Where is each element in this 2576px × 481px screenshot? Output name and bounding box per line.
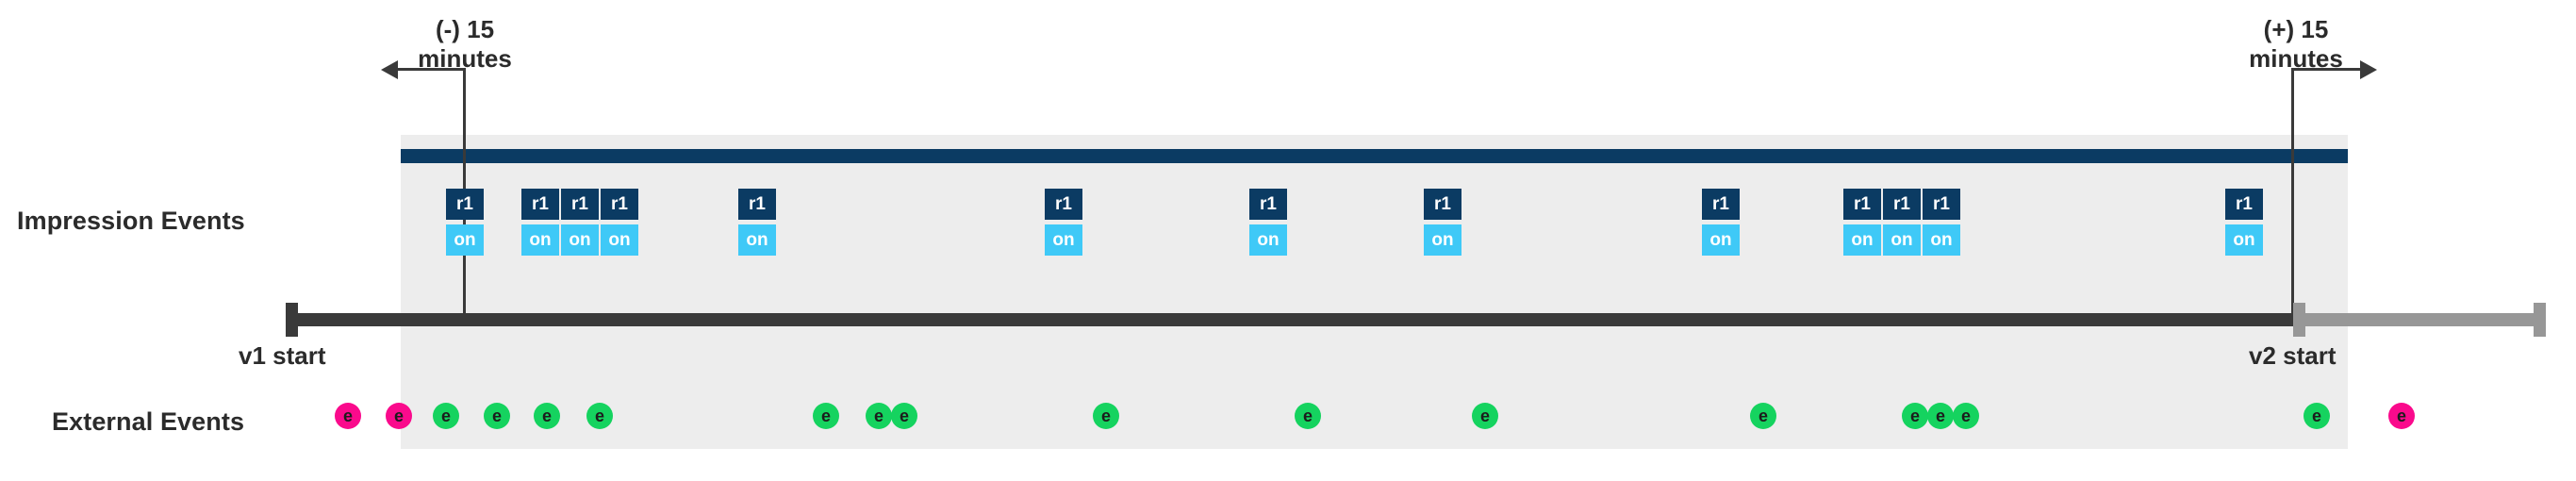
impression-request-badge: r1 (1923, 189, 1960, 220)
impression-badge-stack[interactable]: r1 on (1843, 189, 1881, 256)
impression-request-badge: r1 (1424, 189, 1461, 220)
v1-timeline-bar (286, 313, 2293, 326)
impression-request-badge: r1 (601, 189, 638, 220)
impression-state-badge: on (2225, 224, 2263, 256)
impression-request-badge: r1 (2225, 189, 2263, 220)
external-events-row-label: External Events (52, 407, 245, 436)
impression-badge-stack[interactable]: r1 on (2225, 189, 2263, 256)
external-event-dot[interactable]: e (866, 403, 892, 429)
external-event-dot[interactable]: e (586, 403, 613, 429)
impression-badge-stack[interactable]: r1 on (1923, 189, 1960, 256)
impression-badge-stack[interactable]: r1 on (1702, 189, 1740, 256)
external-event-dot[interactable]: e (813, 403, 839, 429)
impression-badge-stack[interactable]: r1 on (1045, 189, 1082, 256)
external-event-dot[interactable]: e (1295, 403, 1321, 429)
impression-state-badge: on (1424, 224, 1461, 256)
impression-state-badge: on (1045, 224, 1082, 256)
plus-callout-arm (2291, 68, 2360, 71)
impression-state-badge: on (1883, 224, 1921, 256)
external-event-dot[interactable]: e (2388, 403, 2415, 429)
impression-state-badge: on (1702, 224, 1740, 256)
impression-request-badge: r1 (521, 189, 559, 220)
impression-request-badge: r1 (1702, 189, 1740, 220)
impression-state-badge: on (1843, 224, 1881, 256)
window-end-marker-line (2291, 85, 2294, 319)
impression-request-badge: r1 (446, 189, 484, 220)
impression-badge-stack[interactable]: r1 on (521, 189, 559, 256)
external-event-dot[interactable]: e (1953, 403, 1979, 429)
minus-15-minutes-label: (-) 15 minutes (418, 15, 512, 73)
impression-state-badge: on (521, 224, 559, 256)
impression-badge-stack[interactable]: r1 on (1424, 189, 1461, 256)
external-event-dot[interactable]: e (891, 403, 917, 429)
v2-timeline-bar (2293, 313, 2546, 326)
external-event-dot[interactable]: e (335, 403, 361, 429)
impression-badge-stack[interactable]: r1 on (1883, 189, 1921, 256)
attribution-window-band (401, 135, 2348, 449)
impression-badge-stack[interactable]: r1 on (561, 189, 599, 256)
impression-state-badge: on (601, 224, 638, 256)
external-event-dot[interactable]: e (534, 403, 560, 429)
impression-window-rule (401, 149, 2348, 163)
impression-request-badge: r1 (738, 189, 776, 220)
impression-badge-stack[interactable]: r1 on (738, 189, 776, 256)
external-event-dot[interactable]: e (1093, 403, 1119, 429)
impression-request-badge: r1 (1249, 189, 1287, 220)
impression-events-row-label: Impression Events (17, 207, 245, 235)
external-event-dot[interactable]: e (386, 403, 412, 429)
impression-state-badge: on (738, 224, 776, 256)
external-event-dot[interactable]: e (1927, 403, 1954, 429)
impression-state-badge: on (1923, 224, 1960, 256)
impression-request-badge: r1 (1883, 189, 1921, 220)
v2-bar-end-cap (2534, 303, 2546, 337)
plus-15-minutes-label: (+) 15 minutes (2249, 15, 2343, 73)
external-event-dot[interactable]: e (1750, 403, 1776, 429)
impression-state-badge: on (446, 224, 484, 256)
impression-request-badge: r1 (1045, 189, 1082, 220)
impression-badge-stack[interactable]: r1 on (446, 189, 484, 256)
impression-badge-stack[interactable]: r1 on (1249, 189, 1287, 256)
minus-callout-stem (463, 68, 466, 89)
external-event-dot[interactable]: e (1902, 403, 1928, 429)
impression-request-badge: r1 (561, 189, 599, 220)
plus-callout-arrow-icon (2360, 60, 2377, 79)
impression-state-badge: on (561, 224, 599, 256)
minus-callout-arrow-icon (381, 60, 398, 79)
external-event-dot[interactable]: e (484, 403, 510, 429)
v1-start-label: v1 start (239, 341, 326, 370)
external-event-dot[interactable]: e (2304, 403, 2330, 429)
impression-state-badge: on (1249, 224, 1287, 256)
impression-badge-stack[interactable]: r1 on (601, 189, 638, 256)
external-event-dot[interactable]: e (1472, 403, 1498, 429)
external-event-dot[interactable]: e (433, 403, 459, 429)
impression-request-badge: r1 (1843, 189, 1881, 220)
plus-callout-stem (2291, 68, 2294, 89)
minus-callout-arm (396, 68, 465, 71)
v2-start-label: v2 start (2249, 341, 2337, 370)
